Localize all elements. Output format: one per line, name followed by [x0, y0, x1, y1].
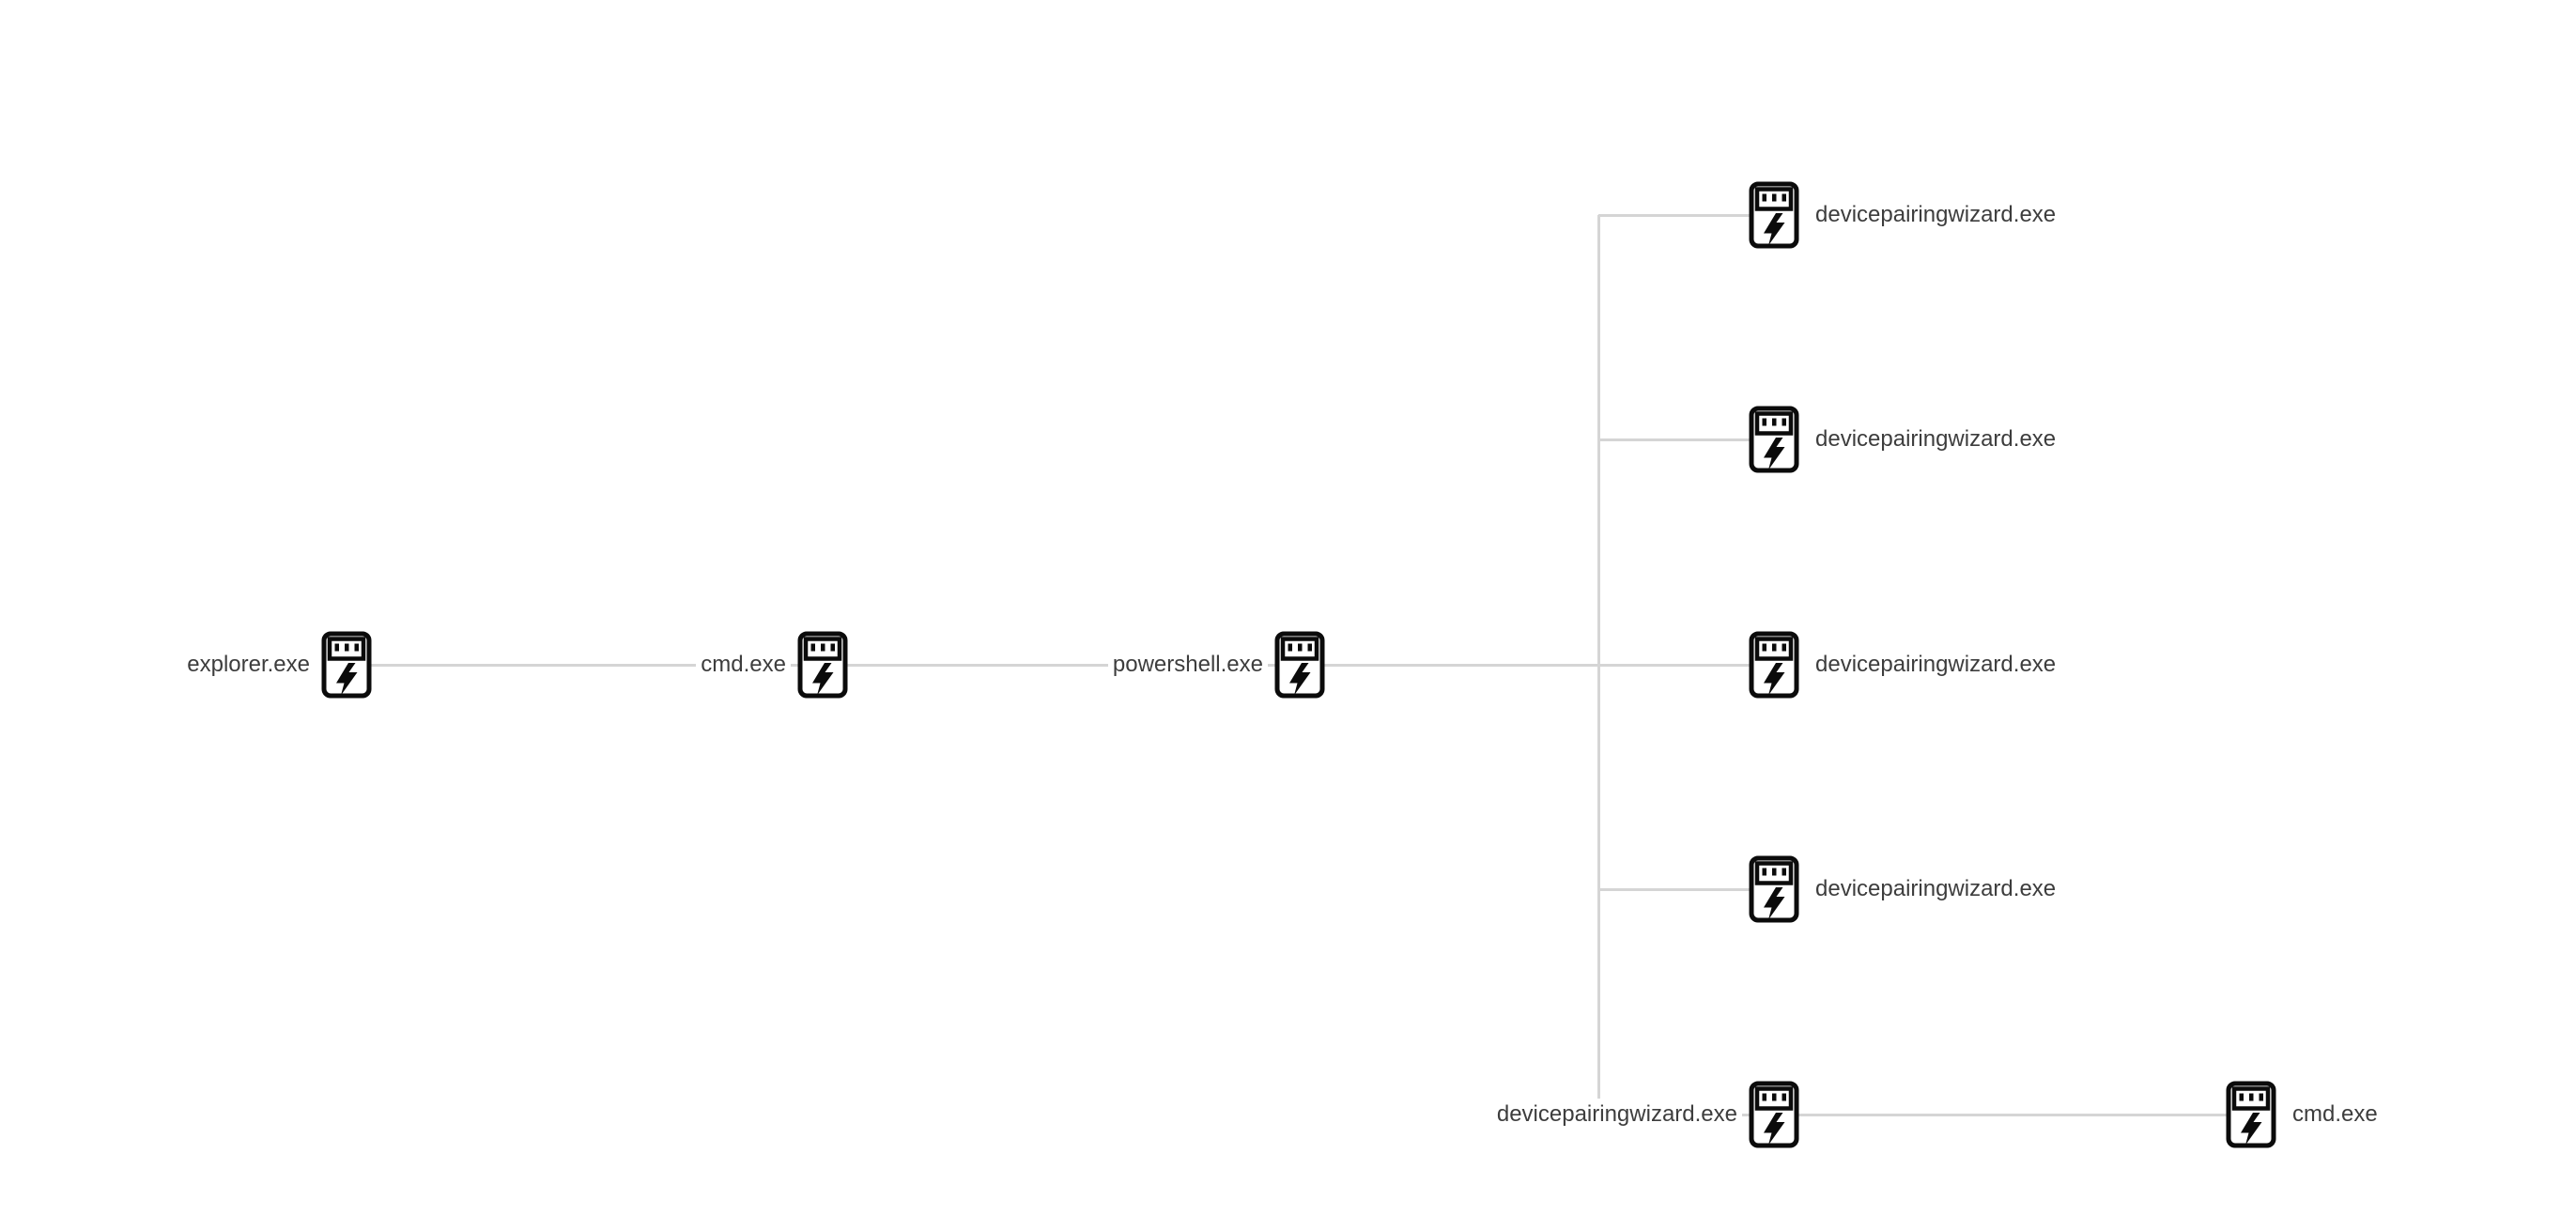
- process-node-cmd-2[interactable]: cmd.exe: [2226, 1081, 2383, 1148]
- process-lightning-icon[interactable]: [1749, 181, 1799, 249]
- process-name-label: devicepairingwizard.exe: [1811, 873, 2061, 905]
- process-lightning-icon[interactable]: [321, 631, 372, 699]
- process-node-powershell[interactable]: powershell.exe: [1107, 631, 1325, 699]
- process-tree-connector: [1598, 213, 1774, 217]
- process-lightning-icon[interactable]: [797, 631, 848, 699]
- process-name-label: devicepairingwizard.exe: [1811, 199, 2061, 231]
- process-lightning-icon[interactable]: [1274, 631, 1325, 699]
- process-tree-connector: [1598, 438, 1774, 441]
- process-tree-connector: [1598, 887, 1774, 891]
- process-tree-connector: [347, 663, 1774, 667]
- process-tree-connector: [1597, 215, 1600, 1115]
- process-node-dpw-4[interactable]: devicepairingwizard.exe: [1749, 855, 2061, 923]
- process-lightning-icon[interactable]: [1749, 855, 1799, 923]
- process-node-dpw-3[interactable]: devicepairingwizard.exe: [1749, 631, 2061, 699]
- process-name-label: devicepairingwizard.exe: [1811, 423, 2061, 455]
- process-name-label: devicepairingwizard.exe: [1811, 649, 2061, 681]
- process-node-dpw-5[interactable]: devicepairingwizard.exe: [1491, 1081, 1799, 1148]
- process-name-label: cmd.exe: [2288, 1099, 2383, 1130]
- process-name-label: explorer.exe: [182, 649, 315, 681]
- process-lightning-icon[interactable]: [2226, 1081, 2276, 1148]
- process-node-dpw-2[interactable]: devicepairingwizard.exe: [1749, 406, 2061, 473]
- process-node-explorer[interactable]: explorer.exe: [182, 631, 372, 699]
- process-node-cmd-1[interactable]: cmd.exe: [696, 631, 848, 699]
- process-lightning-icon[interactable]: [1749, 631, 1799, 699]
- process-name-label: devicepairingwizard.exe: [1491, 1099, 1742, 1130]
- process-name-label: powershell.exe: [1107, 649, 1268, 681]
- process-lightning-icon[interactable]: [1749, 406, 1799, 473]
- process-tree-connector: [1598, 1113, 2251, 1116]
- process-name-label: cmd.exe: [696, 649, 791, 681]
- process-node-dpw-1[interactable]: devicepairingwizard.exe: [1749, 181, 2061, 249]
- process-lightning-icon[interactable]: [1749, 1081, 1799, 1148]
